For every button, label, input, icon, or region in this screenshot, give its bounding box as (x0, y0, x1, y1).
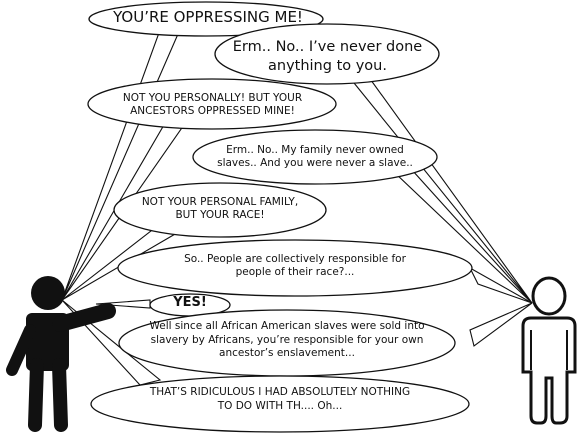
speech-text-2: Erm.. No.. I’ve never done anything to y… (232, 39, 423, 74)
left-stick-figure (6, 276, 116, 432)
bubble-9 (90, 375, 470, 433)
right-figure-head (531, 276, 567, 316)
bubble-4 (192, 129, 438, 185)
left-figure-arm-down (6, 324, 36, 376)
speech-text-1: YOU’RE OPPRESSING ME! (113, 8, 303, 26)
left-figure-head (31, 276, 65, 310)
speech-text-7: YES! (173, 295, 207, 310)
bubble-3 (87, 78, 337, 130)
tail-8 (469, 302, 533, 347)
speech-text-5: NOT YOUR PERSONAL FAMILY, BUT YOUR RACE! (141, 196, 299, 222)
speech-bubbles (87, 1, 473, 433)
speech-text-6: So.. People are collectively responsible… (184, 253, 406, 279)
speech-text-9: THAT’S RIDICULOUS I HAD ABSOLUTELY NOTHI… (149, 386, 411, 412)
speech-text-3: NOT YOU PERSONALLY! BUT YOUR ANCESTORS O… (122, 92, 303, 118)
bubble-6 (117, 239, 473, 297)
speech-text-8: Well since all African American slaves w… (149, 320, 425, 360)
bubble-5 (113, 182, 327, 238)
tail-6 (468, 266, 533, 304)
right-stick-figure (521, 276, 577, 425)
left-figure-leg-left (28, 358, 44, 432)
right-figure-body (521, 316, 577, 425)
left-figure-leg-right (52, 358, 68, 432)
bubble-2 (214, 23, 440, 85)
speech-text-4: Erm.. No.. My family never owned slaves.… (217, 144, 413, 170)
left-figure-arm-pointing (52, 303, 116, 332)
bubble-1 (88, 1, 324, 37)
